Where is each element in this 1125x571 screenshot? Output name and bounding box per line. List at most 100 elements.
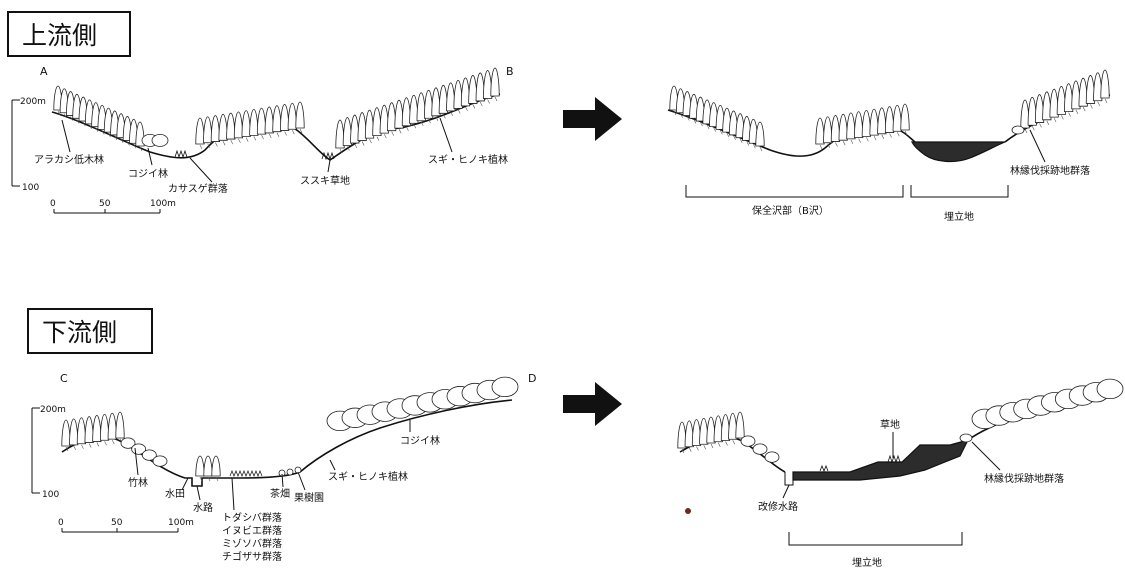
tree-icon <box>885 107 893 133</box>
tree-row <box>336 68 499 153</box>
label-arakashi: アラカシ低木林 <box>34 153 104 166</box>
tree-icon <box>854 112 862 138</box>
label-kojii-upstream: コジイ林 <box>128 167 168 180</box>
point-c-label: C <box>60 372 68 385</box>
upstream-elevation-axis: 200m 100 <box>12 97 46 193</box>
tree-row <box>678 412 744 453</box>
downstream-before-profile: 竹林 水田 水路 トダシバ群落 イヌビエ群落 ミゾソバ群落 チゴザサ群落 茶畑 … <box>62 377 518 563</box>
grass-symbols-downstream <box>230 467 301 476</box>
tree-icon <box>847 113 855 139</box>
tree-icon <box>756 122 764 146</box>
stain-mark <box>685 508 691 514</box>
tree-icon <box>862 110 870 136</box>
tree-icon <box>204 456 212 476</box>
broadleaf-row <box>121 438 167 467</box>
downstream-elev-bottom: 100 <box>42 490 59 500</box>
tree-icon <box>831 115 839 141</box>
downstream-title: 下流側 <box>42 318 117 347</box>
broadleaf-row <box>741 436 779 463</box>
label-landfill-upstream: 埋立地 <box>944 210 974 223</box>
tree-icon <box>100 414 108 440</box>
tree-icon <box>265 107 273 133</box>
tree-icon <box>296 102 304 128</box>
tree-icon <box>893 105 901 131</box>
sedge-symbols <box>175 151 334 159</box>
label-chabatake: 茶畑 <box>270 487 290 500</box>
label-kajuen: 果樹園 <box>294 491 324 504</box>
label-inubie: イヌビエ群落 <box>222 524 282 537</box>
tree-row <box>62 412 124 451</box>
label-forest-edge-downstream: 林縁伐採跡地群落 <box>984 472 1064 485</box>
label-chikurin: 竹林 <box>128 476 148 489</box>
tree-icon <box>227 113 235 139</box>
upstream-scale-bar: 0 50 100m <box>50 199 176 213</box>
tree-row <box>816 104 909 149</box>
tree-icon <box>839 114 847 140</box>
tree-icon <box>211 116 219 142</box>
upstream-title: 上流側 <box>22 21 97 50</box>
tree-row <box>1021 70 1109 133</box>
tree-icon <box>250 109 258 135</box>
tree-icon <box>153 456 167 467</box>
downstream-scale-0: 0 <box>58 518 64 528</box>
label-mizosoba: ミゾソバ群落 <box>222 537 282 550</box>
downstream-after-profile: 草地 林縁伐採跡地群落 改修水路 埋立地 <box>678 379 1123 569</box>
label-suiden: 水田 <box>165 488 185 500</box>
tree-icon <box>116 412 124 438</box>
point-d-label: D <box>528 372 536 385</box>
tree-icon <box>85 417 93 443</box>
label-channel: 改修水路 <box>758 500 798 513</box>
tree-icon <box>753 444 767 455</box>
tree-icon <box>219 114 227 140</box>
tree-row <box>196 102 304 149</box>
tree-icon <box>108 413 116 439</box>
point-b-label: B <box>506 65 514 78</box>
tree-row <box>670 86 764 151</box>
tree-icon <box>280 104 288 130</box>
right-arrow-icon <box>563 382 622 426</box>
tree-icon <box>741 436 755 447</box>
tree-icon <box>70 419 78 445</box>
upstream-section: 上流側 A B 200m 100 0 50 100m <box>8 12 1110 223</box>
downstream-elevation-axis: 200m 100 <box>32 405 66 500</box>
downstream-elev-top: 200m <box>40 405 66 415</box>
label-forest-edge-upstream: 林縁伐採跡地群落 <box>1010 164 1090 177</box>
tree-icon <box>152 134 168 146</box>
tree-icon <box>77 418 85 444</box>
tree-icon <box>878 108 886 134</box>
tree-icon <box>491 68 499 96</box>
upstream-scale-100: 100m <box>150 199 176 209</box>
label-landfill-downstream: 埋立地 <box>852 556 882 569</box>
upstream-scale-50: 50 <box>99 199 111 209</box>
downstream-scale-bar: 0 50 100m <box>58 518 194 532</box>
label-kasasuge: カサスゲ群落 <box>168 182 228 195</box>
point-a-label: A <box>40 65 48 78</box>
tree-icon <box>901 104 909 130</box>
tree-icon <box>492 377 518 397</box>
tree-icon <box>196 456 204 476</box>
downstream-scale-50: 50 <box>111 518 123 528</box>
upstream-scale-0: 0 <box>50 199 56 209</box>
label-todashiba: トダシバ群落 <box>222 511 282 524</box>
tree-icon <box>203 117 211 143</box>
tree-icon <box>765 452 779 463</box>
tree-icon <box>870 109 878 135</box>
upstream-elev-bottom: 100 <box>22 183 39 193</box>
tree-icon <box>257 108 265 134</box>
label-sugi-downstream: スギ・ヒノキ植林 <box>328 470 408 483</box>
tree-icon <box>242 111 250 137</box>
upstream-after-profile: 林縁伐採跡地群落 保全沢部（B沢） 埋立地 <box>668 70 1110 223</box>
tree-icon <box>288 103 296 129</box>
upstream-elev-top: 200m <box>20 97 46 107</box>
label-preserved-stream: 保全沢部（B沢） <box>752 204 829 217</box>
downstream-section: 下流側 C D 200m 100 0 50 100m <box>28 309 1123 569</box>
broadleaf-row <box>142 134 168 146</box>
downstream-scale-100: 100m <box>168 518 194 528</box>
label-grass: 草地 <box>880 418 900 431</box>
broadleaf-row <box>327 377 518 431</box>
tree-icon <box>212 456 220 476</box>
tree-icon <box>62 420 70 446</box>
label-kojii-downstream: コジイ林 <box>400 434 440 447</box>
tree-icon <box>234 112 242 138</box>
upstream-before-profile: アラカシ低木林 コジイ林 カサスゲ群落 ススキ草地 スギ・ヒノキ植林 <box>34 68 508 195</box>
